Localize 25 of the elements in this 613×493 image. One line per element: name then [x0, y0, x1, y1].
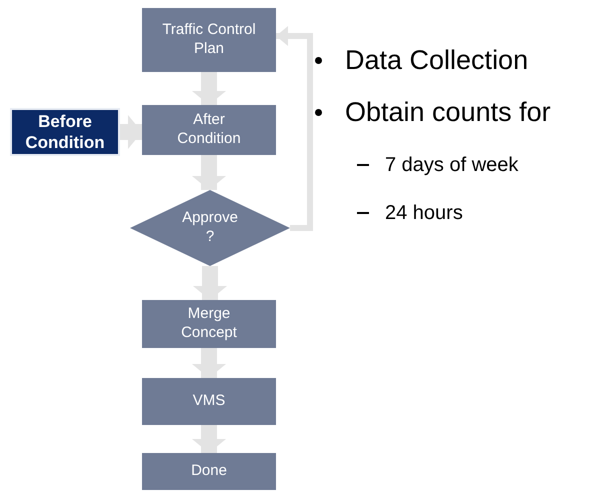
bullet-text: 7 days of week	[385, 153, 518, 178]
process-box	[142, 105, 276, 155]
process-box	[142, 378, 276, 425]
arrow	[276, 26, 313, 231]
box-label: Traffic Control Plan	[161, 21, 257, 59]
bullet-text: Data Collection	[345, 44, 528, 77]
arrow	[192, 155, 226, 190]
process-box	[10, 108, 120, 156]
box-label: Done	[190, 462, 228, 481]
box-label: Merge Concept	[180, 305, 238, 343]
arrow	[192, 425, 226, 453]
decision-diamond	[130, 190, 290, 266]
box-label: Before Condition	[24, 110, 106, 154]
box-label: After Condition	[176, 111, 242, 149]
process-box	[142, 8, 276, 72]
arrow	[193, 266, 227, 300]
bullet-text: Obtain counts for	[345, 96, 551, 129]
process-box	[142, 300, 276, 348]
arrow	[192, 72, 226, 105]
box-label: Approve ?	[181, 209, 239, 247]
bullet-text: 24 hours	[385, 201, 463, 226]
arrow	[192, 348, 226, 378]
process-box	[142, 453, 276, 490]
arrow	[120, 115, 142, 149]
box-label: VMS	[192, 392, 226, 411]
